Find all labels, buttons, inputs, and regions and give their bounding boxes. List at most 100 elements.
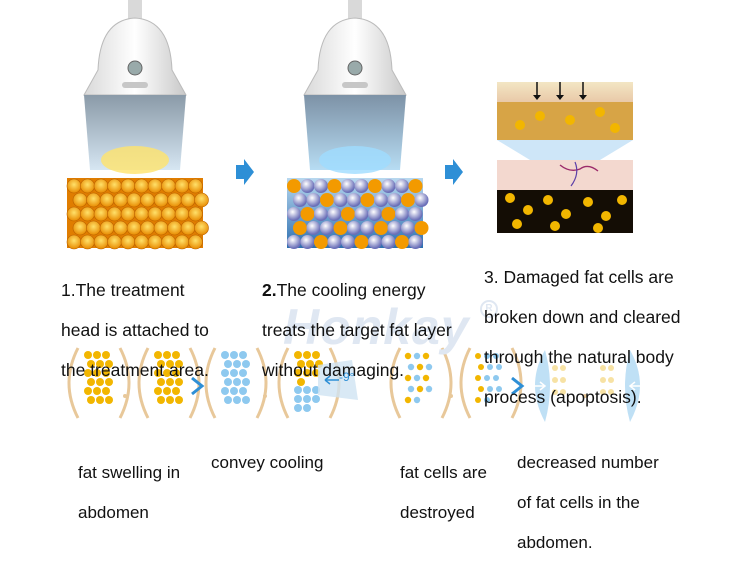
label-fat-swelling-line-1: fat swelling in [78, 463, 181, 482]
fat-cell [163, 351, 171, 359]
fat-cell [230, 369, 238, 377]
fat-cell [221, 351, 229, 359]
cooled-fat-cell [306, 193, 321, 207]
separator-dot [449, 394, 453, 398]
cooled-fat-cell [287, 207, 301, 221]
fat-cell [157, 378, 165, 386]
damaged-fat-cell [413, 396, 421, 404]
fat-cell [102, 351, 110, 359]
damaged-fat-cell [413, 374, 421, 382]
fat-cell [99, 192, 115, 208]
fat-cell [163, 369, 171, 377]
fat-cell [242, 378, 250, 386]
fat-cell [561, 209, 571, 219]
fat-cell [242, 396, 250, 404]
cooled-fat-cell [341, 179, 355, 193]
fat-cell [312, 351, 320, 359]
fat-cell [233, 396, 241, 404]
cooled-fat-cell [327, 207, 342, 221]
fat-cell [174, 234, 190, 250]
fat-cell [224, 360, 232, 368]
fat-cell [126, 192, 142, 208]
fat-cell [593, 223, 603, 233]
fat-cell [80, 178, 95, 194]
fat-cell [600, 389, 606, 395]
fat-cell [242, 360, 250, 368]
fat-cell [87, 378, 95, 386]
cooled-fat-cell [347, 193, 361, 207]
step-1-line-2: head is attached to [61, 320, 209, 340]
damaged-fat-cell [475, 375, 481, 381]
fat-cell [303, 369, 311, 377]
fat-cell [414, 221, 429, 235]
step-3-line-4: process (apoptosis). [484, 387, 642, 407]
fat-cell [600, 377, 606, 383]
abdomen-outline [204, 347, 268, 419]
cooled-fat-cell [368, 235, 382, 249]
cooled-fat-cell [294, 386, 302, 394]
cooling-arrow-icon [535, 381, 547, 391]
abdomen-outline [389, 347, 453, 419]
cooled-fat-cell [333, 193, 348, 207]
step-2-number: 2. [262, 280, 277, 300]
fat-cell [230, 351, 238, 359]
cooled-fat-cell [320, 221, 334, 235]
fat-cell [120, 206, 136, 222]
fat-cell [221, 387, 229, 395]
cooled-fat-cell [312, 395, 320, 403]
fat-cell [523, 205, 533, 215]
cooled-fat-cell [341, 235, 355, 249]
fat-cell [99, 220, 115, 236]
fat-cell [595, 107, 605, 117]
cooled-fat-cell [414, 193, 429, 207]
fat-cell [113, 192, 128, 208]
fat-cell [180, 192, 196, 208]
label-decreased-fat: decreased number of fat cells in the abd… [517, 433, 659, 573]
damaged-fat-cell [404, 396, 412, 404]
fat-cell [86, 220, 101, 236]
step-2-line-3: without damaging. [262, 360, 405, 380]
fat-cell [107, 206, 122, 222]
fat-cell [221, 369, 229, 377]
fat-cell [107, 234, 122, 250]
damaged-fat-cell [484, 375, 490, 381]
cooled-fat-cell [395, 207, 409, 221]
fat-cell [72, 192, 88, 208]
fat-cell [84, 351, 92, 359]
fat-cell [300, 207, 315, 221]
fat-cell [408, 179, 423, 193]
fat-cell [303, 351, 311, 359]
fat-cell [166, 396, 174, 404]
separator-dot [263, 394, 267, 398]
fat-cell [96, 396, 104, 404]
damaged-fat-cell [425, 385, 433, 393]
cooled-fat-cell [314, 207, 328, 221]
fat-cell [66, 206, 82, 222]
fat-cell [161, 178, 176, 194]
fat-cell [188, 206, 203, 222]
fat-cell [314, 235, 328, 249]
cooling-temperature-label: -9° [339, 370, 355, 384]
fat-cell [66, 178, 82, 194]
step-3-line-2: broken down and cleared [484, 307, 681, 327]
damaged-fat-cell [484, 397, 490, 403]
fat-cell [93, 206, 109, 222]
fat-cell [552, 377, 558, 383]
cooled-fat-cell [374, 193, 388, 207]
fat-cell [134, 206, 149, 222]
cooled-fat-cell [327, 235, 342, 249]
fat-cell [381, 207, 396, 221]
damaged-fat-cell [493, 353, 499, 359]
cooling-arrow-icon [324, 375, 339, 385]
fat-cell [600, 365, 606, 371]
fat-cell [175, 378, 183, 386]
cooled-fat-cell [408, 207, 423, 221]
label-fat-destroyed: fat cells are destroyed [400, 443, 487, 543]
fat-cell [107, 178, 122, 194]
fat-cell [515, 120, 525, 130]
fat-cell [294, 351, 302, 359]
fat-cell [161, 234, 176, 250]
fat-cell [154, 369, 162, 377]
label-fat-destroyed-line-2: destroyed [400, 503, 475, 522]
fat-cell [96, 360, 104, 368]
